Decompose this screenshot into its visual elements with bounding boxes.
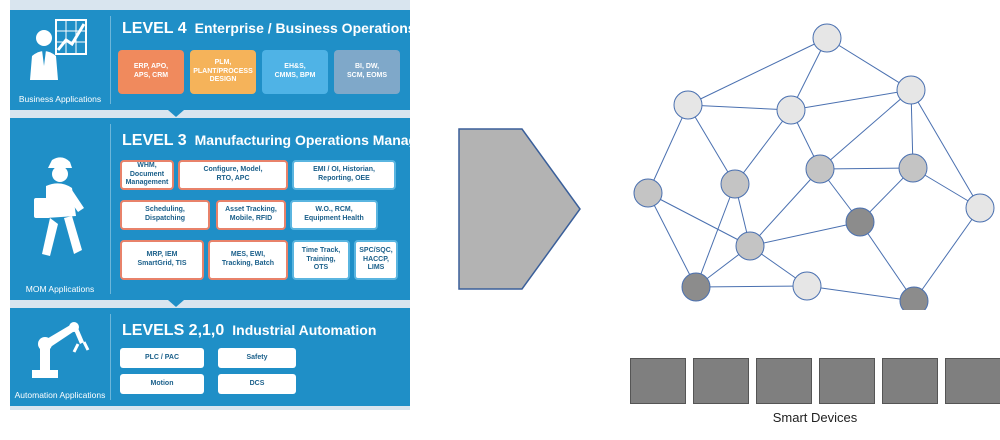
smart-device [819,358,875,404]
network-edge [819,89,912,170]
network-node [898,153,928,183]
level4-level-label: LEVEL 4 [122,20,187,37]
network-node [845,207,875,237]
network-edge [910,89,981,209]
smart-devices-label: Smart Devices [772,410,858,425]
level4-box: PLM, PLANT/PROCESS DESIGN [190,50,256,94]
network-node [792,271,822,301]
network-node [720,169,750,199]
level4-notch [168,110,184,117]
level2-divider [110,314,111,400]
network-edge [749,221,861,247]
level3-band: MOM Applications LEVEL 3 Manufacturing Op… [10,118,458,300]
level4-title: LEVEL 4 Enterprise / Business Operations [122,20,416,38]
network-edge [859,221,915,302]
network-node [965,193,995,223]
level4-box: BI, DW, SCM, EOMS [334,50,400,94]
level2-band: Automation Applications LEVELS 2,1,0 Indu… [10,308,410,406]
level4-box: ERP, APO, APS, CRM [118,50,184,94]
network-node [633,178,663,208]
network-node [681,272,711,302]
level3-box: Configure, Model, RTO, APC [178,160,288,190]
network-edge [647,192,697,288]
business-person-chart-icon [30,19,87,80]
level3-box: WHM, Document Management [120,160,174,190]
level4-band: Business Applications LEVEL 4 Enterprise … [10,10,416,110]
level2-icon-column: Automation Applications [10,308,110,406]
smart-device [630,358,686,404]
network-edge [695,285,808,288]
network-node [776,95,806,125]
network-node [896,75,926,105]
level3-icon-column: MOM Applications [10,118,110,300]
network-edge [647,192,751,247]
network-edge [647,104,689,194]
transition-arrow [458,128,581,290]
level2-box: Motion [120,374,204,394]
level3-divider [110,124,111,294]
level3-box: Time Track, Training, OTS [292,240,350,280]
network-node [812,23,842,53]
level2-title-text: Industrial Automation [232,322,377,338]
network-edge [826,37,912,91]
network-edge [913,207,981,302]
level3-notch [168,300,184,307]
network-edge [749,168,821,247]
isa95-pyramid: Business Applications LEVEL 4 Enterprise … [10,0,458,410]
level3-icon-caption: MOM Applications [25,284,95,294]
level4-title-text: Enterprise / Business Operations [194,20,416,36]
level3-box: SPC/SQC, HACCP, LIMS [354,240,398,280]
level3-box: EMI / OI, Historian, Reporting, OEE [292,160,396,190]
network-edge [790,89,912,111]
smart-device [945,358,1000,404]
smart-device [693,358,749,404]
level3-box: MRP, IEM SmartGrid, TIS [120,240,204,280]
network-edge [695,183,736,288]
network-node [805,154,835,184]
level3-box: W.O., RCM, Equipment Health [290,200,378,230]
arrow-shape [458,128,581,290]
level3-title-text: Manufacturing Operations Management [194,132,459,148]
level2-box: PLC / PAC [120,348,204,368]
level3-box: Asset Tracking, Mobile, RFID [216,200,286,230]
network-edge [734,109,792,185]
network-edge [806,285,915,302]
level4-divider [110,16,111,104]
level2-title: LEVELS 2,1,0 Industrial Automation [122,322,376,340]
smart-device [756,358,812,404]
level3-level-label: LEVEL 3 [122,132,187,149]
level2-box: DCS [218,374,296,394]
network-edge [687,37,828,106]
network-node [899,286,929,310]
level4-box: EH&S, CMMS, BPM [262,50,328,94]
level4-icon-column: Business Applications [10,10,110,110]
level4-icon-caption: Business Applications [18,94,102,104]
level2-icon-caption: Automation Applications [14,390,106,400]
worker-walking-icon [34,157,84,256]
robot-arm-icon [32,322,90,378]
mesh-network [633,23,995,310]
network-edge [687,104,736,185]
level3-box: MES, EWI, Tracking, Batch [208,240,288,280]
level2-box: Safety [218,348,296,368]
level2-level-label: LEVELS 2,1,0 [122,322,225,339]
level3-box: Scheduling, Dispatching [120,200,210,230]
network-node [673,90,703,120]
network-edge [819,167,914,170]
smart-device [882,358,938,404]
network-node [735,231,765,261]
level3-title: LEVEL 3 Manufacturing Operations Manageme… [122,132,458,150]
network-edge [687,104,792,111]
